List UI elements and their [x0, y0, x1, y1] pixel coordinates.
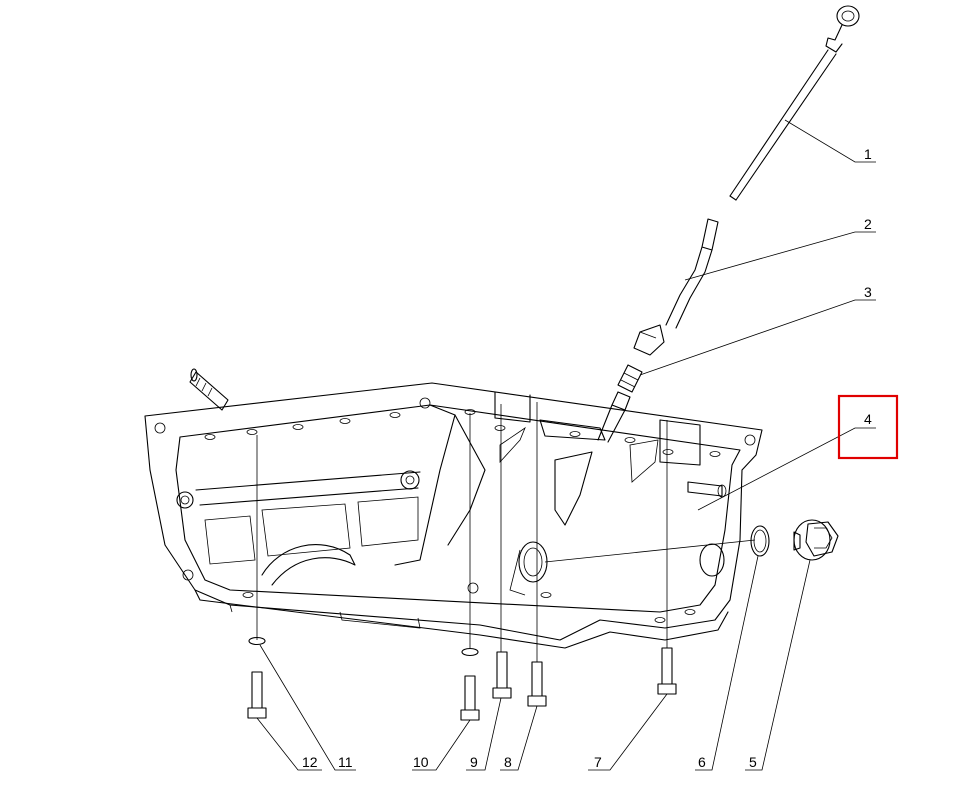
dipstick-tube	[633, 218, 719, 356]
bolt-7	[657, 647, 677, 695]
fasteners	[247, 402, 677, 721]
dipstick	[729, 5, 860, 201]
callout-6: 6	[698, 754, 706, 770]
callout-8: 8	[504, 754, 512, 770]
highlight-box-4	[837, 394, 899, 460]
bolt-9	[492, 651, 512, 699]
callout-5: 5	[749, 754, 757, 770]
bolt-12	[247, 671, 267, 719]
oil-sump	[144, 368, 763, 649]
callout-9: 9	[470, 754, 478, 770]
callout-2: 2	[864, 216, 872, 232]
callout-11: 11	[338, 754, 353, 770]
callout-3: 3	[864, 284, 872, 300]
bolt-10	[460, 675, 480, 721]
callout-7: 7	[594, 754, 602, 770]
drain-plug	[793, 519, 839, 561]
callout-12: 12	[302, 754, 318, 770]
o-ring	[750, 525, 770, 557]
callout-numbers: 1 2 3 4 5 6 7 8 9 10 11 12	[302, 146, 872, 770]
bolt-8	[527, 661, 547, 707]
leader-lines	[256, 119, 876, 771]
callout-10: 10	[413, 754, 429, 770]
callout-1: 1	[864, 146, 872, 162]
callout-4: 4	[864, 411, 872, 427]
tube-adapter	[597, 364, 643, 443]
